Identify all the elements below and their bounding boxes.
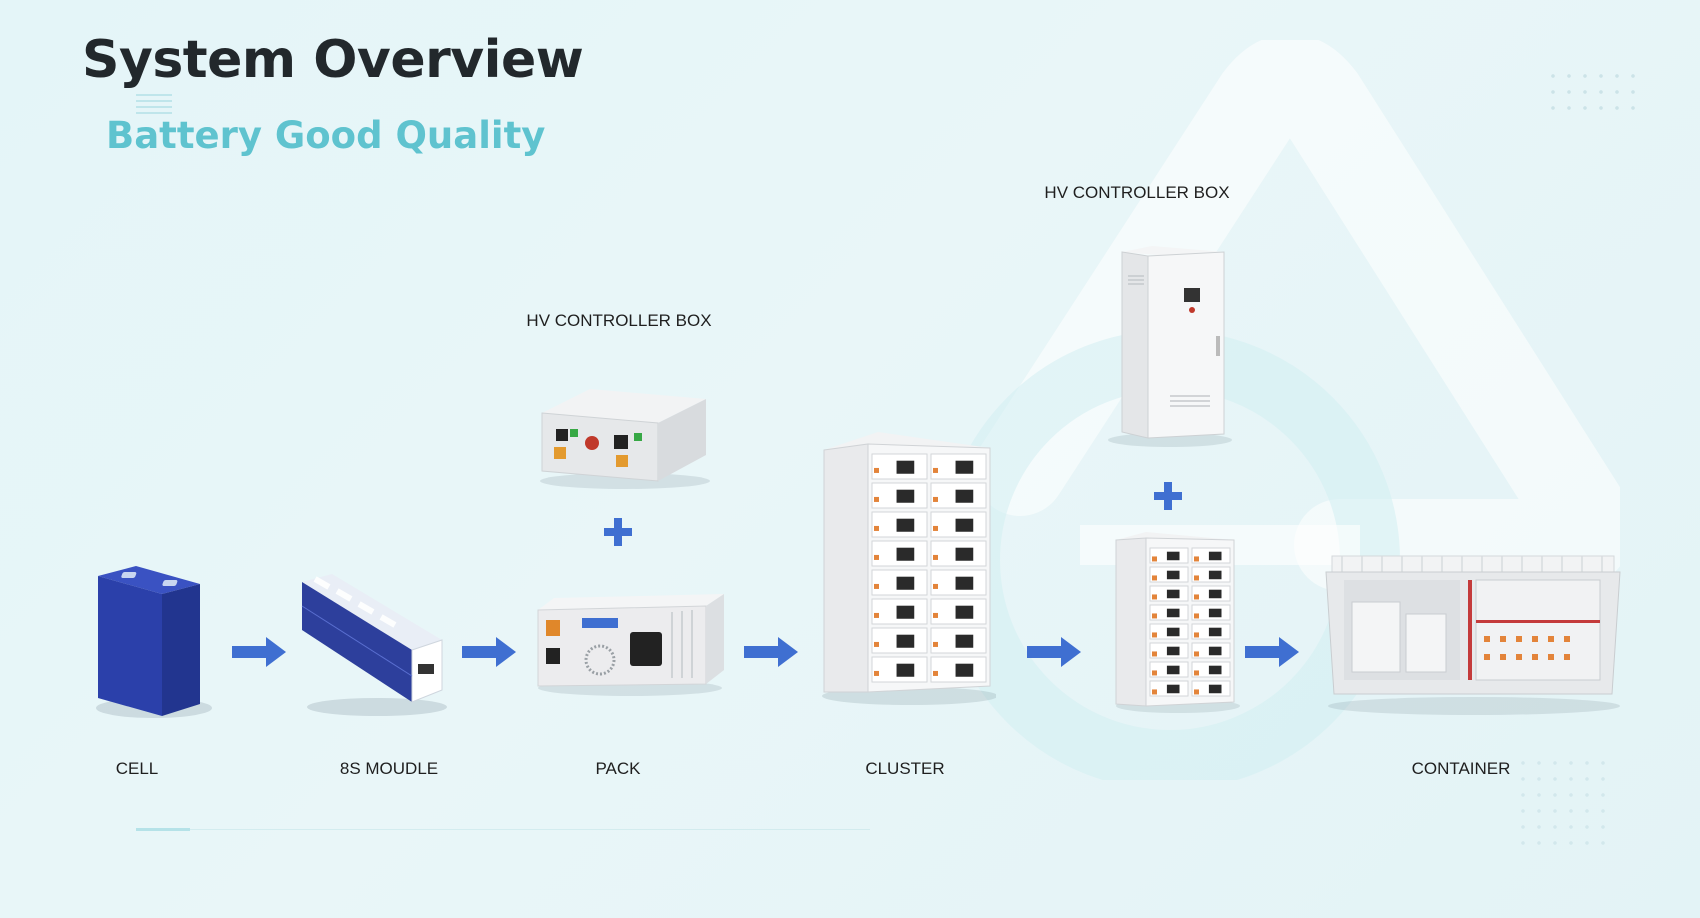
decorative-dot-grid — [1545, 68, 1635, 112]
hv-controller-box-image-right — [1108, 246, 1232, 447]
page-subtitle: Battery Good Quality — [106, 114, 546, 157]
container-label: CONTAINER — [1411, 759, 1511, 778]
hv-controller-box-label-left: HV CONTROLLER BOX — [526, 311, 712, 330]
plus-icon — [604, 518, 632, 546]
hv-controller-box-label-right: HV CONTROLLER BOX — [1044, 183, 1230, 202]
cluster-rack-image — [1115, 532, 1240, 713]
arrow-right-icon — [744, 637, 798, 667]
arrow-right-icon — [462, 637, 516, 667]
module-label: 8S MOUDLE — [339, 759, 439, 778]
divider-line — [190, 829, 870, 830]
module-image — [301, 574, 447, 716]
arrow-right-icon — [1027, 637, 1081, 667]
page-title: System Overview — [82, 30, 584, 90]
cluster-image — [822, 432, 996, 705]
hv-controller-box-image-left — [540, 389, 710, 489]
cell-image — [96, 566, 212, 718]
subtitle-decoration — [136, 94, 172, 118]
divider-line — [136, 828, 190, 831]
pack-image — [537, 594, 724, 696]
arrow-right-icon — [1245, 637, 1299, 667]
decorative-dot-grid — [1515, 755, 1615, 855]
pack-label: PACK — [595, 759, 641, 778]
cluster-label: CLUSTER — [865, 759, 945, 778]
cell-label: CELL — [115, 759, 159, 778]
container-image — [1325, 555, 1621, 715]
arrow-right-icon — [232, 637, 286, 667]
plus-icon — [1154, 482, 1182, 510]
